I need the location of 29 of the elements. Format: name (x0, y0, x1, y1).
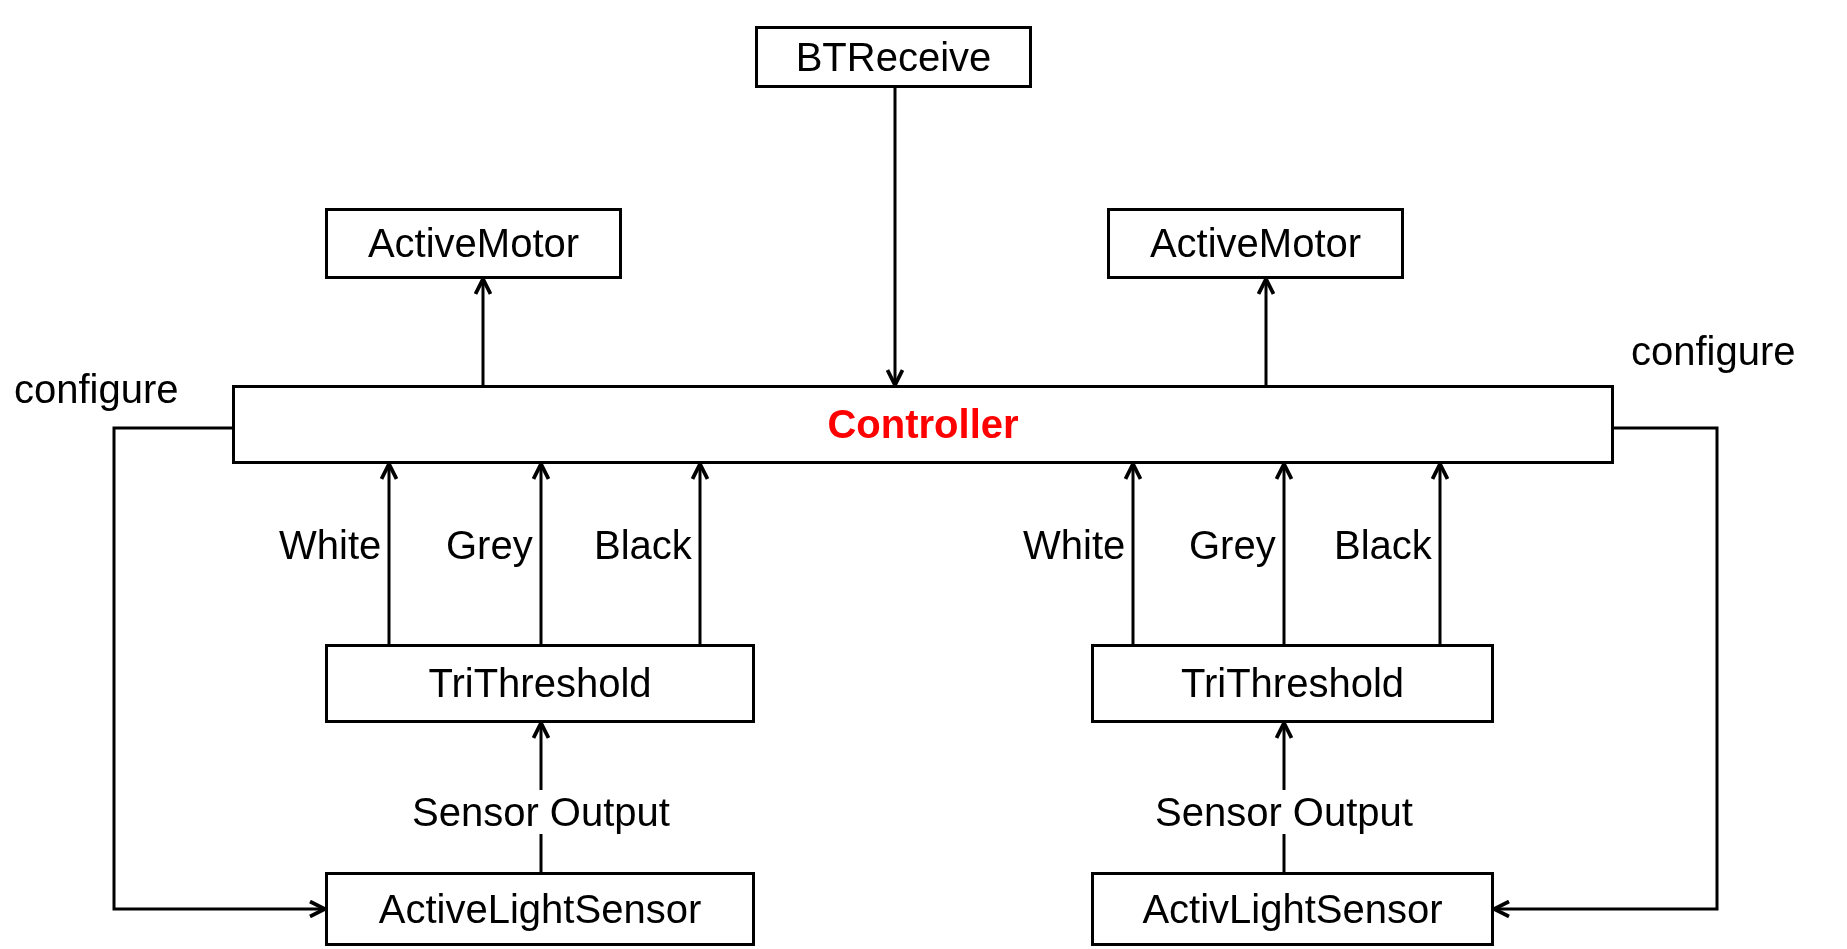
arrow (379, 462, 399, 644)
edge-label: White (279, 525, 382, 565)
edge-label: Grey (446, 525, 533, 565)
edge-label: Black (1334, 525, 1432, 565)
process-box: ActiveMotor (1107, 208, 1404, 279)
arrow (112, 426, 327, 919)
edge-label: configure (14, 369, 179, 409)
process-box: TriThreshold (325, 644, 755, 723)
process-box: ActiveLightSensor (325, 872, 755, 946)
arrow (885, 88, 905, 387)
edge-label: Grey (1189, 525, 1276, 565)
edge-label: White (1023, 525, 1126, 565)
process-box: ActiveMotor (325, 208, 622, 279)
controller-box: Controller (232, 385, 1614, 464)
edge-label: Black (594, 525, 692, 565)
edge-label: configure (1631, 331, 1796, 371)
edge-label: Sensor Output (412, 790, 670, 834)
arrow (690, 462, 710, 644)
process-box: BTReceive (755, 26, 1032, 88)
process-box: TriThreshold (1091, 644, 1494, 723)
process-box: ActivLightSensor (1091, 872, 1494, 946)
arrow (531, 462, 551, 644)
arrow (473, 277, 493, 385)
arrow (1256, 277, 1276, 385)
arrow (1430, 462, 1450, 644)
arrow (1274, 462, 1294, 644)
arrow (1492, 426, 1719, 919)
edge-label: Sensor Output (1155, 790, 1413, 834)
arrow (1123, 462, 1143, 644)
